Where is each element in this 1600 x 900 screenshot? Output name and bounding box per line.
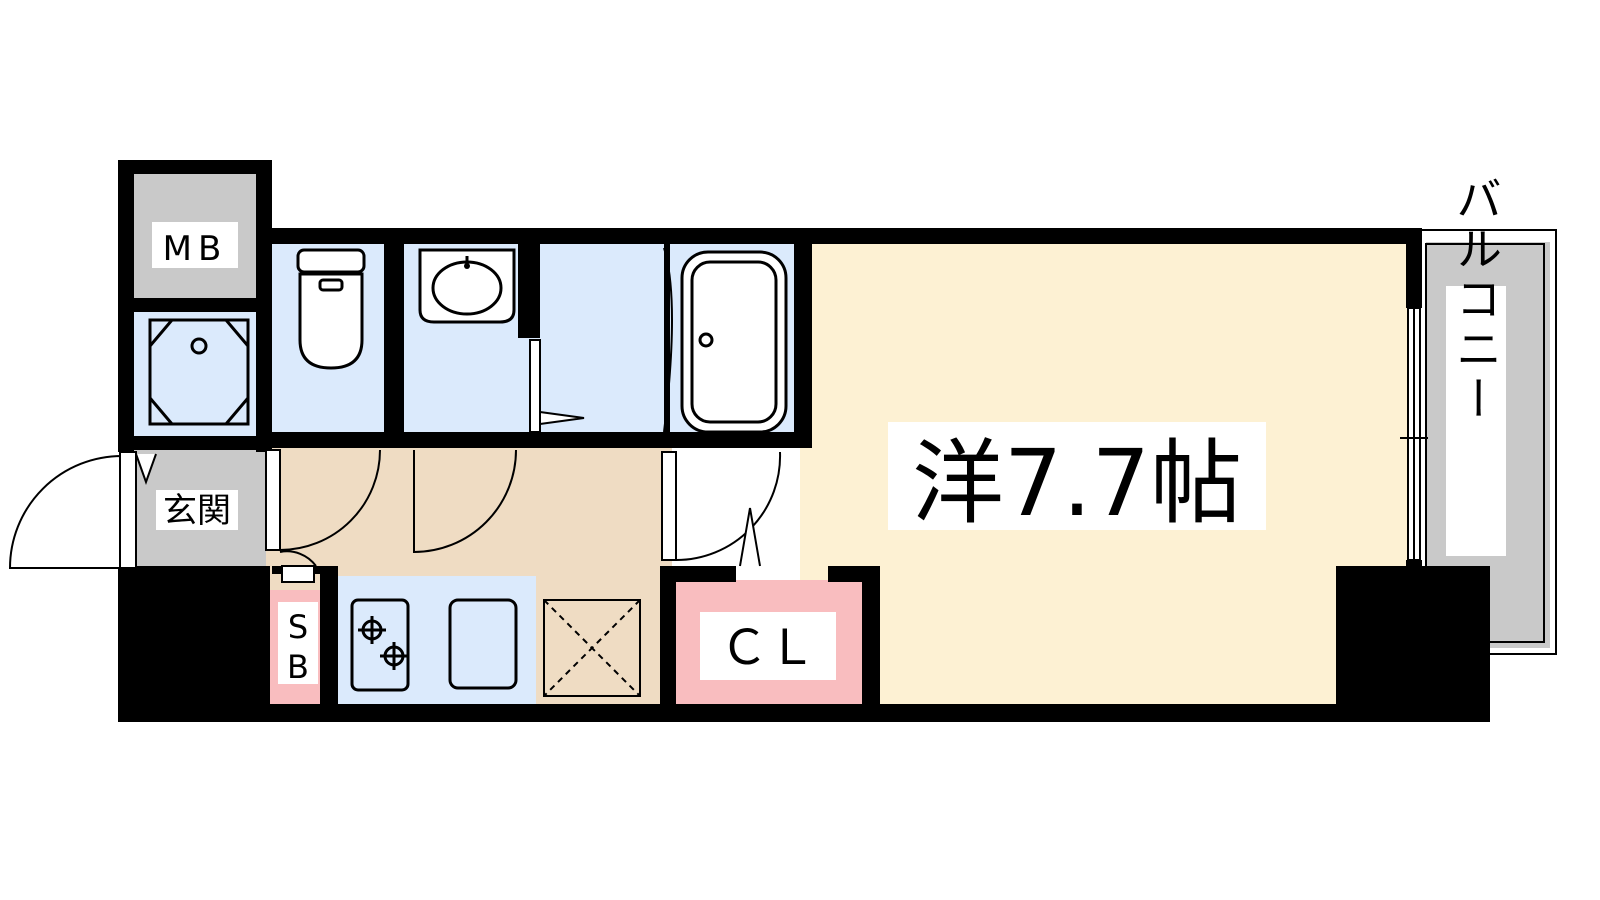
shoe-box-label-bg: [278, 602, 318, 684]
bathtub-icon: [680, 250, 788, 434]
washer-space: [130, 304, 266, 446]
door-swings: [8, 449, 782, 583]
balcony-label: バルコニー: [1449, 175, 1503, 425]
refrigerator-space-icon: [543, 599, 641, 697]
entrance-label-bg: [156, 490, 238, 530]
entrance-label: 玄関: [163, 491, 231, 531]
main-room-label-bg: [888, 422, 1266, 530]
balcony-label-bg: [1446, 286, 1506, 556]
main-room-label: 洋7.7帖: [912, 430, 1242, 537]
shoe-box-label-bottom: B: [287, 648, 309, 686]
fridge-space: [536, 576, 662, 720]
toilet-icon: [296, 248, 366, 370]
bath-door: [529, 247, 673, 433]
walls: [118, 160, 1490, 722]
closet-label-bg: [700, 612, 836, 680]
shoe-box-label-top: S: [288, 608, 308, 646]
sink-icon: [448, 598, 518, 690]
window-sash: [1400, 307, 1428, 561]
kitchen-counter: [336, 576, 536, 720]
washbasin-icon: [418, 248, 516, 324]
closet-label: ＣＬ: [720, 620, 816, 676]
stove-icon: [350, 598, 410, 692]
meter-box-label: MB: [163, 229, 228, 269]
meter-box-label-bg: [152, 222, 238, 268]
washing-machine-icon: [148, 318, 250, 426]
